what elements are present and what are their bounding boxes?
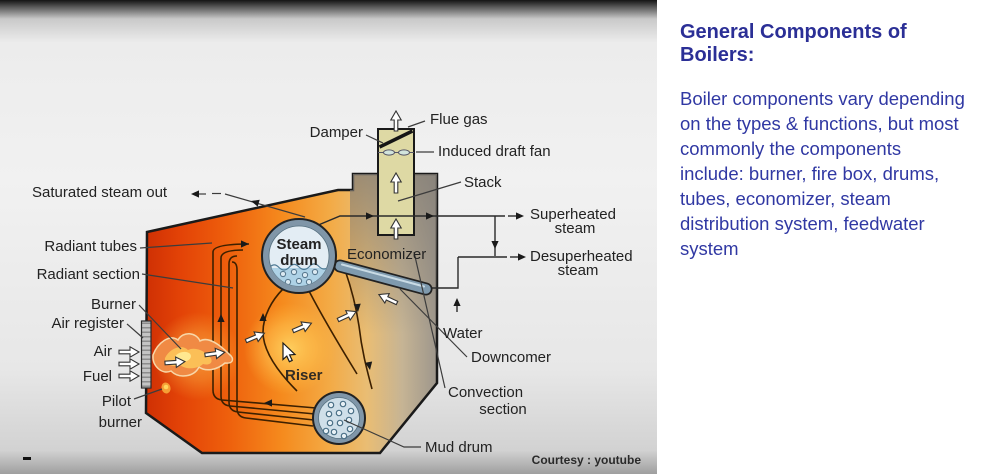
label-fuel: Fuel	[83, 368, 112, 385]
label-pilot-burner-line1: Pilot	[102, 393, 132, 410]
induced-draft-fan-blades	[378, 149, 414, 156]
label-superheated-steam-line1: Superheated	[530, 206, 616, 223]
label-downcomer: Downcomer	[471, 349, 551, 366]
steam-drum: Steam drum	[261, 218, 337, 294]
label-damper: Damper	[310, 124, 363, 141]
body-text: Boiler components vary depending on the …	[680, 86, 985, 261]
credit-text: Courtesy : youtube	[531, 453, 641, 467]
label-stack: Stack	[464, 174, 502, 191]
label-air-register: Air register	[51, 315, 124, 332]
steam-drum-label-line2: drum	[280, 252, 318, 269]
body-line: on the types & functions, but most	[680, 113, 959, 134]
label-mud-drum: Mud drum	[425, 439, 493, 456]
label-flue-gas: Flue gas	[430, 111, 488, 128]
label-radiant-tubes: Radiant tubes	[44, 238, 137, 255]
label-economizer: Economizer	[347, 246, 426, 263]
body-line: commonly the components	[680, 138, 902, 159]
label-saturated-steam-out: Saturated steam out	[32, 184, 168, 201]
label-convection-section-line2: section	[479, 401, 527, 418]
saturated-steam-line	[191, 190, 306, 218]
label-pilot-burner-line2: burner	[99, 414, 142, 431]
circulation-lines	[259, 269, 374, 392]
economizer-tube	[333, 259, 433, 296]
steam-piping	[315, 212, 526, 312]
page-title: General Components of Boilers:	[680, 21, 907, 66]
label-desuperheated-steam-line1: Desuperheated	[530, 248, 633, 265]
radiant-tube-lines	[212, 240, 317, 427]
label-superheated-steam-line2: steam	[555, 220, 596, 237]
label-convection-section-line1: Convection	[448, 384, 523, 401]
label-radiant-section: Radiant section	[37, 266, 140, 283]
label-induced-draft-fan: Induced draft fan	[438, 143, 551, 160]
body-line: Boiler components vary depending	[680, 88, 965, 109]
label-desuperheated-steam-line2: steam	[558, 262, 599, 279]
diagram-panel: Steam drum	[0, 0, 657, 474]
leader-lines	[126, 120, 468, 448]
text-panel: General Components of Boilers: Boiler co…	[657, 0, 1000, 474]
pilot-flame	[161, 382, 171, 394]
stack	[377, 110, 415, 240]
body-line: tubes, economizer, steam	[680, 188, 891, 209]
damper-blade	[378, 129, 414, 149]
body-line: distribution system, feedwater	[680, 213, 925, 234]
body-line: system	[680, 238, 739, 259]
steam-drum-label-line1: Steam	[276, 236, 321, 253]
mouse-cursor-icon	[282, 341, 297, 363]
label-air: Air	[94, 343, 112, 360]
label-burner: Burner	[91, 296, 136, 313]
corner-dash	[23, 457, 31, 460]
burner-flame	[152, 333, 234, 377]
label-water: Water	[443, 325, 482, 342]
body-line: include: burner, fire box, drums,	[680, 163, 940, 184]
mud-drum	[312, 391, 366, 445]
label-riser: Riser	[285, 367, 323, 384]
air-register-bar	[140, 320, 152, 389]
boiler-diagram: Steam drum	[32, 110, 633, 456]
